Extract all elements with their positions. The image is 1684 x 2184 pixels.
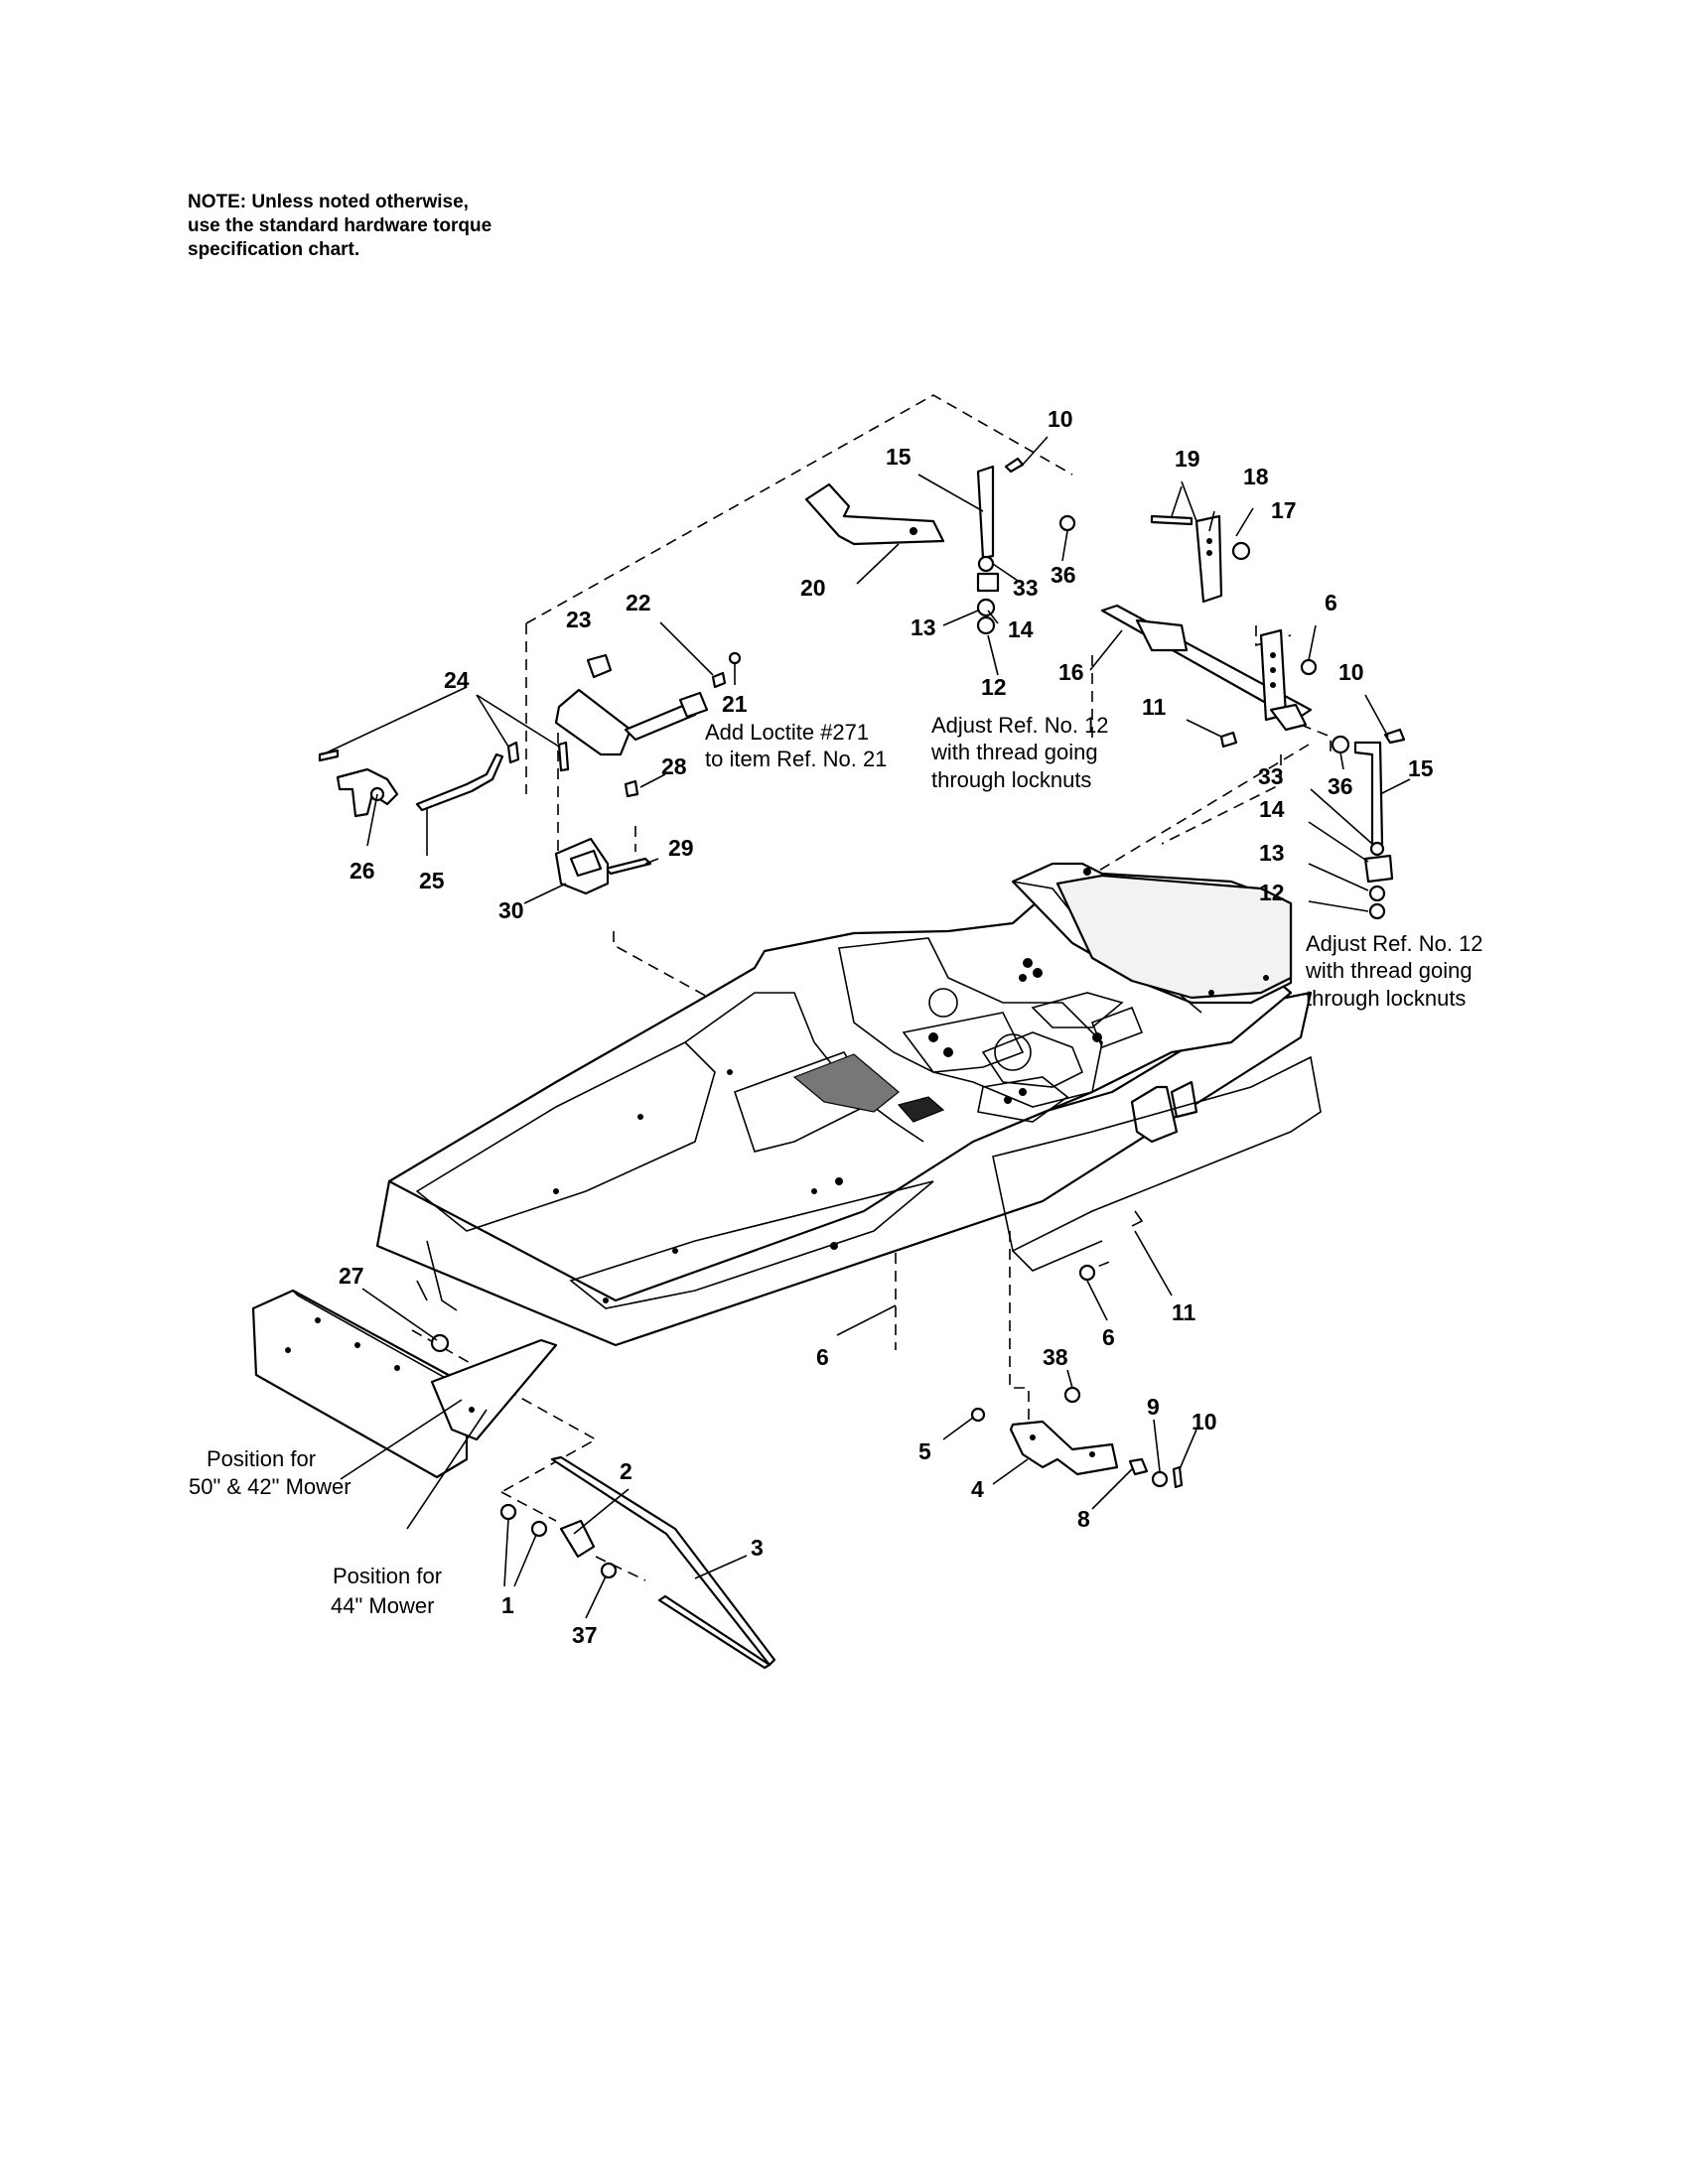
callout-17: 17 [1271, 497, 1297, 523]
callout-14: 14 [1259, 796, 1285, 822]
annotation-position-50-42: Position for 50" & 42" Mower [189, 1446, 351, 1499]
callout-15: 15 [1408, 755, 1434, 781]
callout-20: 20 [800, 575, 826, 601]
part-3-rod [550, 1455, 776, 1670]
callout-37: 37 [572, 1622, 598, 1648]
torque-note: NOTE: Unless noted otherwise, use the st… [188, 191, 585, 262]
annotation-loctite: Add Loctite #271 to item Ref. No. 21 [705, 720, 887, 771]
annotation-adjust-right-line-3: through locknuts [1306, 986, 1466, 1011]
annotation-adjust-upper-line-2: with thread going [930, 740, 1098, 764]
note-line-2: use the standard hardware torque [188, 215, 492, 236]
callout-5: 5 [918, 1438, 931, 1464]
callout-28: 28 [661, 753, 687, 779]
part-33-14-13-12-upper [976, 555, 1000, 635]
callout-6: 6 [1325, 590, 1337, 615]
callout-30: 30 [498, 897, 524, 923]
part-1-2-37-hardware [499, 1503, 618, 1579]
callout-16: 16 [1058, 659, 1084, 685]
part-plate-insert [430, 1338, 558, 1441]
callout-3: 3 [751, 1535, 764, 1561]
part-16-shaft [1100, 604, 1313, 732]
callout-2: 2 [620, 1458, 632, 1484]
annotation-adjust-upper-line-1: Adjust Ref. No. 12 [931, 713, 1109, 738]
callout-24: 24 [444, 667, 470, 693]
callout-33: 33 [1258, 763, 1284, 789]
note-line-3: specification chart. [188, 239, 360, 260]
callout-10: 10 [1338, 659, 1364, 685]
part-11-6-38-lower-right [1063, 1210, 1144, 1404]
part-22-21-bolt [711, 651, 742, 689]
part-33-14-13-12-right [1363, 841, 1394, 920]
callout-26: 26 [350, 858, 375, 884]
part-23-handle [554, 653, 709, 756]
part-28-29-30 [554, 779, 652, 895]
part-15-rod-right [1353, 741, 1384, 846]
part-5-8-9-10-hardware [970, 1407, 1184, 1489]
callout-36: 36 [1328, 773, 1353, 799]
frame-holes [553, 868, 1269, 1303]
callout-6: 6 [1102, 1324, 1115, 1350]
annotation-position-44: Position for 44" Mower [331, 1564, 442, 1618]
annotation-adjust-upper-line-3: through locknuts [931, 767, 1091, 792]
callout-12: 12 [981, 674, 1007, 700]
callout-12: 12 [1259, 880, 1285, 905]
annotation-loctite-line-2: to item Ref. No. 21 [705, 747, 887, 771]
callout-21: 21 [722, 691, 748, 717]
callout-10: 10 [1192, 1409, 1217, 1434]
annotation-adjust-upper: Adjust Ref. No. 12 with thread going thr… [930, 713, 1109, 792]
annotation-loctite-line-1: Add Loctite #271 [705, 720, 869, 745]
callout-22: 22 [626, 590, 651, 615]
part-15-rod-left [976, 465, 995, 560]
part-19-18-17 [1150, 514, 1251, 604]
annotation-position-50-42-line-2: 50" & 42" Mower [189, 1474, 351, 1499]
callout-11: 11 [1172, 1299, 1196, 1325]
callout-14: 14 [1008, 616, 1034, 642]
callout-13: 13 [1259, 840, 1285, 866]
part-24-pins [318, 741, 570, 772]
note-line-1: NOTE: Unless noted otherwise, [188, 192, 469, 212]
part-27-bracket [251, 1289, 469, 1479]
callout-13: 13 [911, 614, 936, 640]
annotation-adjust-right: Adjust Ref. No. 12 with thread going thr… [1305, 931, 1483, 1011]
callout-1: 1 [501, 1592, 514, 1618]
callout-9: 9 [1147, 1394, 1160, 1420]
callout-6: 6 [816, 1344, 829, 1370]
callout-36: 36 [1051, 562, 1076, 588]
callout-23: 23 [566, 607, 592, 632]
callout-8: 8 [1077, 1506, 1090, 1532]
annotation-position-44-line-1: Position for [333, 1564, 442, 1588]
callout-10: 10 [1048, 406, 1073, 432]
callout-4: 4 [971, 1476, 984, 1502]
part-26-bracket [336, 767, 399, 818]
part-4-bracket [1009, 1420, 1119, 1476]
callout-25: 25 [419, 868, 445, 893]
leader-lines [322, 436, 1411, 1619]
annotation-adjust-right-line-1: Adjust Ref. No. 12 [1306, 931, 1483, 956]
callout-38: 38 [1043, 1344, 1068, 1370]
annotation-adjust-right-line-2: with thread going [1305, 958, 1473, 983]
callout-19: 19 [1175, 446, 1200, 472]
callout-11: 11 [1142, 694, 1167, 720]
callout-labels: 10 15 19 18 17 20 33 36 13 14 12 16 6 10… [339, 406, 1434, 1648]
mower-frame [375, 862, 1322, 1347]
part-25-rod [415, 752, 504, 812]
callout-33: 33 [1013, 575, 1039, 601]
part-10-36-upper [1004, 457, 1076, 532]
callout-27: 27 [339, 1263, 364, 1289]
annotation-position-50-42-line-1: Position for [207, 1446, 316, 1471]
callout-29: 29 [668, 835, 694, 861]
part-20-bracket [804, 482, 945, 546]
part-6-11-10-36-right [1219, 658, 1406, 754]
callout-18: 18 [1243, 464, 1269, 489]
annotation-position-44-line-2: 44" Mower [331, 1593, 434, 1618]
callout-15: 15 [886, 444, 912, 470]
